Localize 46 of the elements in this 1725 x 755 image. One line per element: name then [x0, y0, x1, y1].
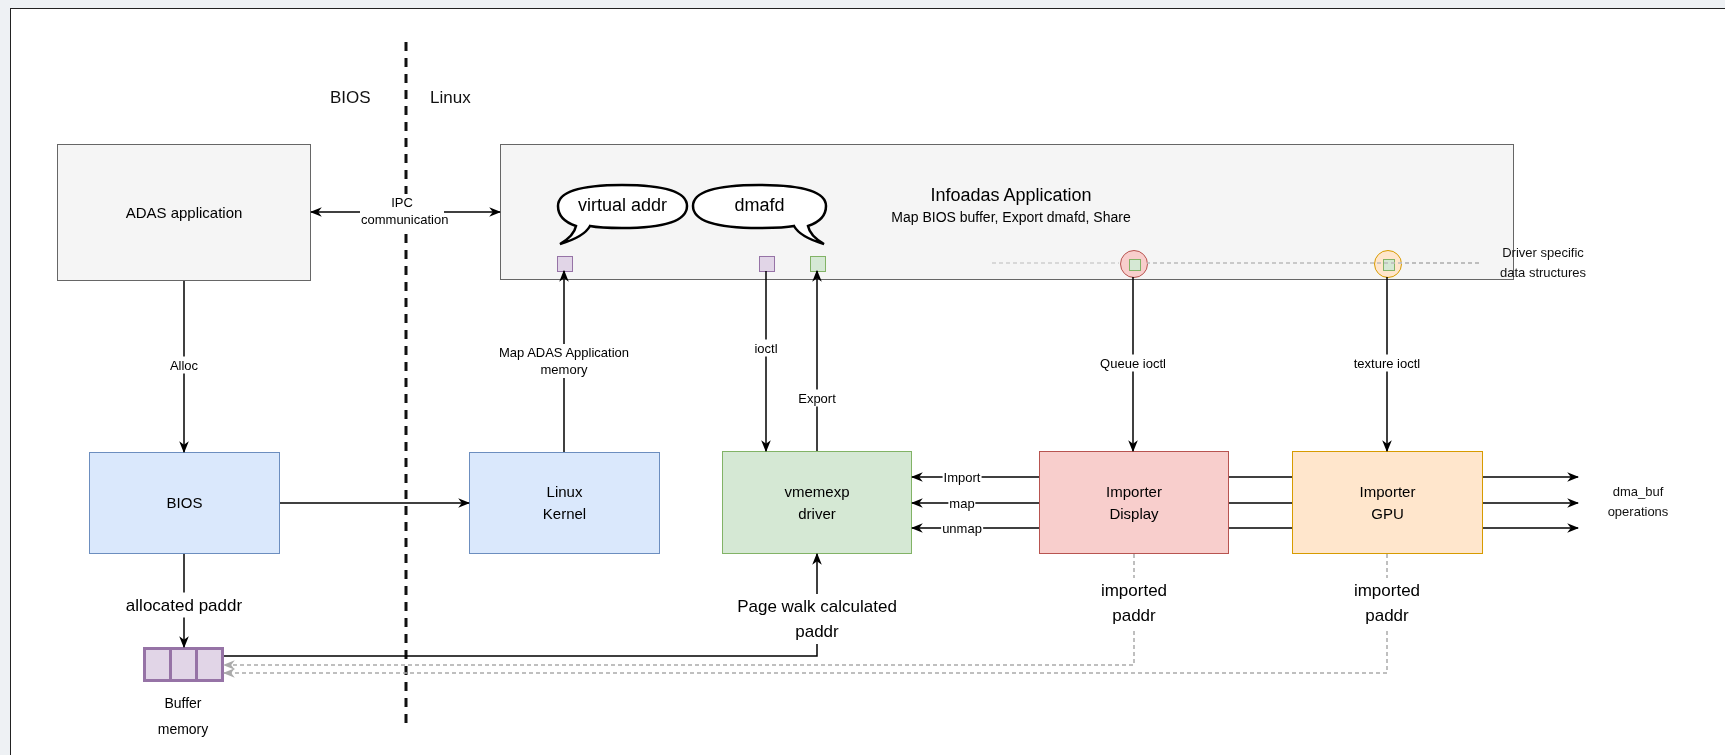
- process-box: [57, 144, 311, 281]
- process-box: [89, 452, 280, 554]
- arrow: [1482, 472, 1580, 482]
- arrow: [223, 552, 822, 657]
- connector-line: [1228, 502, 1293, 504]
- connector-line: [1228, 527, 1293, 529]
- region-label: Linux: [430, 87, 471, 109]
- arrow: [222, 553, 1135, 670]
- arrow: [910, 498, 1040, 508]
- arrow: [812, 269, 822, 452]
- process-box: [722, 451, 912, 554]
- buffer-label: Buffer memory: [156, 694, 210, 739]
- box-label: vmemexp driver: [783, 481, 851, 524]
- box-subtitle: Map BIOS buffer, Export dmafd, Share: [891, 208, 1131, 227]
- edge-label: Export: [797, 389, 837, 407]
- box-label: BIOS: [165, 493, 204, 513]
- process-box: [469, 452, 660, 554]
- connector-line: [1228, 476, 1293, 478]
- arrow: [1382, 276, 1392, 453]
- edge-label: Alloc: [168, 356, 200, 374]
- port-square: [810, 256, 826, 272]
- port-square: [1129, 259, 1141, 271]
- box-label: ADAS application: [125, 202, 243, 223]
- arrow: [1128, 276, 1138, 453]
- bubble-text: virtual addr: [576, 194, 668, 216]
- arrow: [279, 498, 471, 508]
- process-box: [1292, 451, 1483, 554]
- edge-label: Queue ioctl: [1099, 354, 1167, 372]
- arrow: [222, 553, 1388, 678]
- leader-line: [1146, 262, 1480, 264]
- process-box: [1039, 451, 1229, 554]
- box-label: Importer GPU: [1358, 481, 1417, 524]
- arrow: [1482, 523, 1580, 533]
- port-square: [759, 256, 775, 272]
- arrow: [761, 270, 771, 453]
- port-square: [557, 256, 573, 272]
- edge-label: ioctl: [753, 339, 779, 357]
- arrow: [1482, 498, 1580, 508]
- edge-label: allocated paddr: [124, 592, 244, 618]
- bubble-text: dmafd: [733, 194, 786, 216]
- region-label: BIOS: [330, 87, 371, 109]
- box-label: Linux Kernel: [541, 482, 588, 524]
- note-text: dma_buf operations: [1606, 483, 1670, 521]
- edge-label: texture ioctl: [1352, 354, 1422, 372]
- box-title: Infoadas Application: [930, 184, 1092, 207]
- box-label: Importer Display: [1105, 481, 1163, 524]
